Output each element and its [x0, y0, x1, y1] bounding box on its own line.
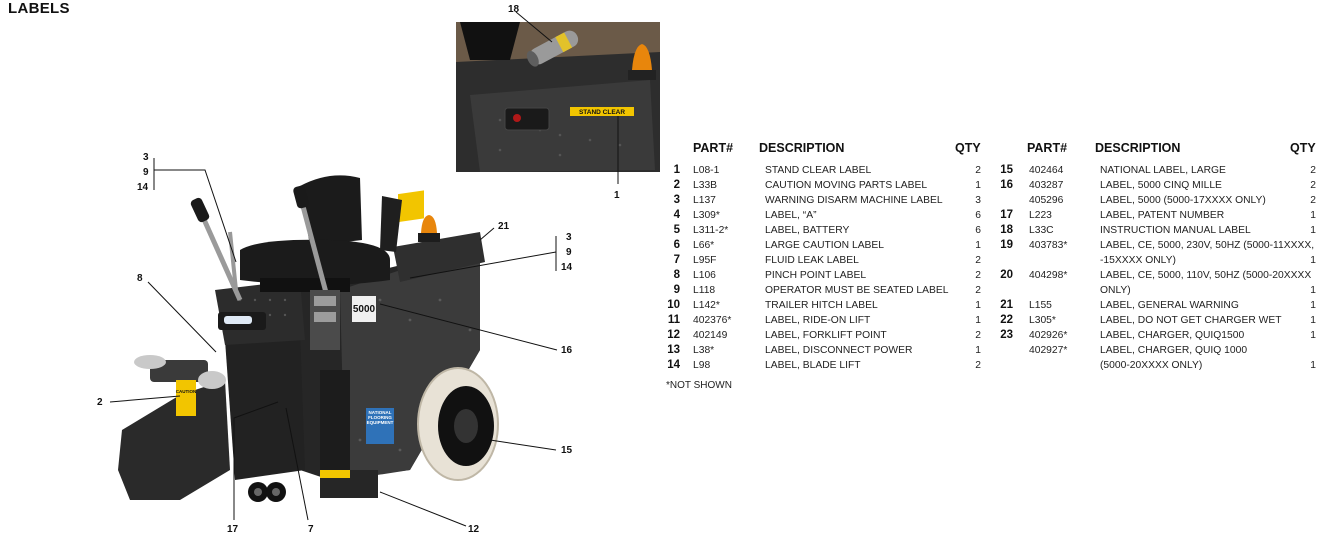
callout-21: 21: [498, 221, 510, 232]
callout-8: 8: [137, 273, 143, 284]
callout-12: 12: [468, 524, 480, 535]
callout-7: 7: [308, 524, 314, 535]
footnote-not-shown: *NOT SHOWN: [666, 380, 732, 391]
leader-lines: [109, 158, 558, 527]
callout-9a: 9: [143, 167, 149, 178]
header-description: DESCRIPTION: [759, 141, 845, 155]
callout-14a: 14: [137, 182, 149, 193]
header-description: DESCRIPTION: [1095, 141, 1181, 155]
callout-9b: 9: [566, 247, 572, 258]
header-part: PART#: [1027, 141, 1068, 155]
callout-14b: 14: [561, 262, 573, 273]
main-machine-illustration: 5000 NATIONAL FLOORING EQUIPMENT: [118, 175, 499, 502]
stand-clear-decal: STAND CLEAR: [579, 109, 625, 116]
callout-16: 16: [561, 345, 573, 356]
header-part: PART#: [693, 141, 734, 155]
callout-2: 2: [97, 397, 103, 408]
page-heading: LABELS: [8, 0, 70, 17]
callout-17: 17: [227, 524, 239, 535]
brand-plate-decal: 5000: [353, 304, 376, 315]
inset-photo: STAND CLEAR: [456, 11, 660, 184]
callout-1: 1: [614, 190, 620, 201]
callout-18: 18: [508, 4, 520, 15]
callout-3b: 3: [566, 232, 572, 243]
header-qty: QTY: [1290, 141, 1316, 155]
callout-3a: 3: [143, 152, 149, 163]
header-qty: QTY: [955, 141, 981, 155]
caution-decal: CAUTION: [176, 389, 197, 394]
side-panel-decal: NATIONAL FLOORING EQUIPMENT: [366, 410, 394, 425]
callout-15: 15: [561, 445, 573, 456]
